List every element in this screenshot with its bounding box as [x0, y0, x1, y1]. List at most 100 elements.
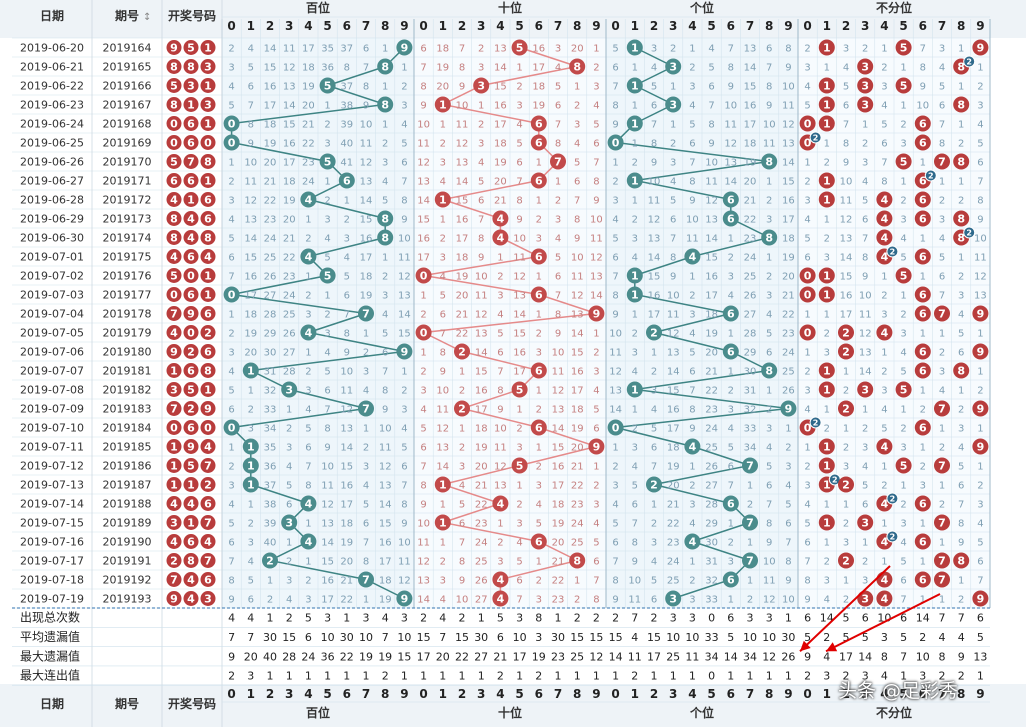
miss-value: 3: [305, 310, 311, 321]
miss-value: 4: [939, 234, 945, 245]
miss-value: 6: [228, 253, 234, 264]
miss-value: 12: [724, 139, 737, 150]
hit-ball: [876, 210, 893, 227]
stats-value: 17: [839, 650, 853, 663]
miss-value: 16: [494, 101, 507, 112]
header-digit: 4: [880, 19, 888, 33]
miss-value: 2: [804, 44, 810, 55]
miss-value: 1: [440, 500, 446, 511]
miss-value: 10: [436, 386, 449, 397]
miss-value: 2: [286, 424, 292, 435]
miss-value: 1: [478, 101, 484, 112]
miss-value: 5: [382, 329, 388, 340]
miss-value: 7: [785, 538, 791, 549]
miss-value: 14: [379, 500, 392, 511]
footer-digit: 7: [746, 687, 754, 701]
row-issue: 2019165: [103, 61, 152, 74]
stats-value: 1: [267, 612, 274, 625]
miss-value: 14: [436, 462, 449, 473]
hit-ball: [799, 267, 816, 284]
winning-ball: [200, 59, 216, 74]
miss-value: 24: [744, 253, 757, 264]
miss-value: 7: [382, 367, 388, 378]
hit-ball-number: 6: [535, 365, 543, 378]
miss-value: 5: [324, 253, 330, 264]
stats-value: 8: [939, 650, 946, 663]
miss-value: 22: [705, 386, 718, 397]
stats-value: 1: [689, 670, 696, 683]
miss-value: 1: [382, 44, 388, 55]
row-issue: 2019184: [103, 422, 152, 435]
hit-ball: [934, 514, 950, 531]
winning-ball-number: 1: [170, 441, 178, 454]
hit-ball-number: 7: [362, 574, 370, 587]
miss-value: 6: [612, 538, 618, 549]
miss-value: 2: [363, 443, 369, 454]
miss-value: 5: [708, 63, 714, 74]
miss-value: 10: [916, 101, 929, 112]
miss-value: 6: [958, 481, 964, 492]
miss-value: 4: [632, 462, 638, 473]
miss-value: 1: [516, 405, 522, 416]
miss-value: 20: [571, 44, 584, 55]
miss-value: 20: [340, 557, 353, 568]
miss-value: 2: [536, 462, 542, 473]
miss-value: 1: [824, 63, 830, 74]
stats-value: 3: [862, 670, 869, 683]
miss-value: 1: [632, 101, 638, 112]
stats-value: 7: [900, 650, 907, 663]
miss-value: 5: [228, 519, 234, 530]
stats-value: 5: [497, 612, 504, 625]
miss-value: 5: [440, 291, 446, 302]
miss-value: 4: [459, 481, 465, 492]
stats-value: 19: [378, 650, 392, 663]
stats-value: 4: [881, 670, 888, 683]
stats-value: 1: [305, 670, 312, 683]
miss-value: 1: [862, 405, 868, 416]
header-digit: 9: [400, 19, 408, 33]
hit-ball-number: 7: [938, 574, 946, 587]
hit-ball-number: 8: [573, 61, 581, 74]
miss-value: 16: [475, 386, 488, 397]
miss-value: 6: [958, 348, 964, 359]
miss-value: 1: [958, 576, 964, 587]
footer-digit: 7: [554, 687, 562, 701]
miss-value: 22: [283, 253, 296, 264]
miss-value: 1: [670, 120, 676, 131]
hit-ball: [838, 324, 854, 341]
hit-ball: [838, 400, 854, 417]
miss-value: 13: [475, 329, 488, 340]
winning-ball: [166, 192, 182, 207]
hit-ball: [607, 134, 624, 151]
stats-value: 6: [977, 612, 984, 625]
miss-value: 3: [516, 443, 522, 454]
miss-value: 11: [398, 253, 411, 264]
winning-ball: [200, 420, 216, 435]
hit-ball-number: 4: [689, 536, 697, 549]
hit-ball-number: 6: [727, 194, 735, 207]
miss-value: 12: [552, 386, 565, 397]
miss-value: 1: [939, 481, 945, 492]
miss-value: 1: [305, 272, 311, 283]
hit-ball: [530, 286, 547, 303]
hit-ball-number: 1: [631, 289, 639, 302]
stats-value: 3: [823, 670, 830, 683]
winning-ball-number: 3: [204, 61, 212, 74]
footer-winning: 开奖号码: [168, 696, 216, 711]
miss-value: 9: [401, 519, 407, 530]
miss-value: 5: [881, 120, 887, 131]
hit-ball: [722, 495, 739, 512]
miss-value: 2: [593, 481, 599, 492]
stats-value: 22: [455, 650, 469, 663]
hit-ball: [857, 96, 874, 113]
header-group: 个位: [689, 0, 714, 15]
hit-ball-number: 6: [919, 536, 927, 549]
miss-value: 15: [513, 329, 526, 340]
miss-value: 17: [513, 367, 526, 378]
miss-value: 1: [920, 329, 926, 340]
row-date: 2019-07-16: [20, 536, 84, 549]
winning-ball-number: 7: [170, 308, 178, 321]
stats-value: 30: [551, 631, 565, 644]
miss-value: 2: [689, 576, 695, 587]
